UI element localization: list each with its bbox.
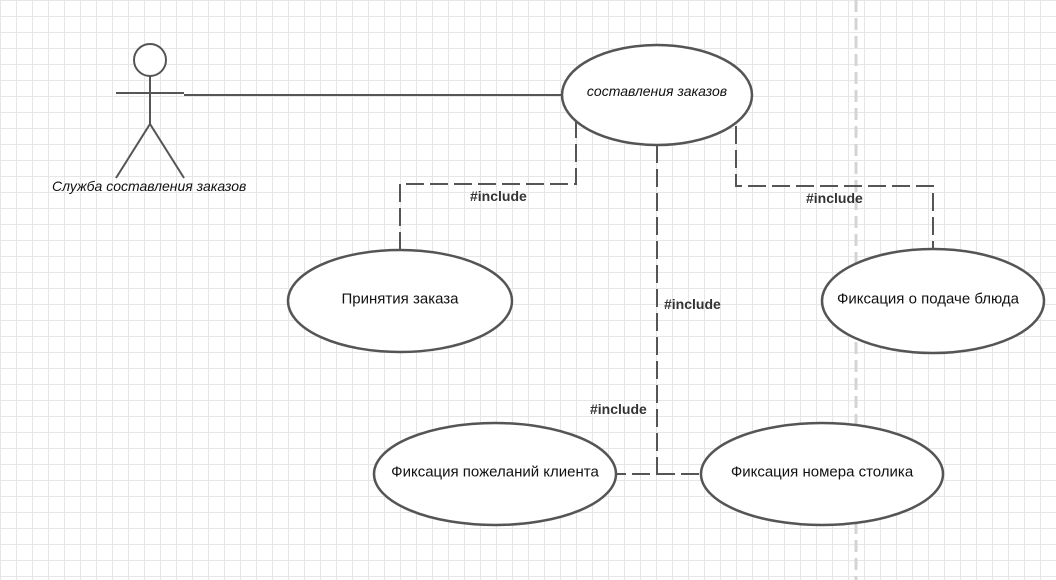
actor-right-leg — [149, 123, 185, 179]
use-case-table-number[interactable] — [699, 421, 945, 527]
actor-figure[interactable] — [115, 43, 185, 179]
use-case-table-number-label: Фиксация номера столика — [730, 463, 914, 481]
use-case-order-acceptance-label: Принятия заказа — [341, 290, 459, 308]
include-label-4: #include — [590, 401, 647, 417]
use-case-dish-serving[interactable] — [820, 247, 1046, 355]
actor-head — [133, 43, 167, 77]
use-case-main-label: составления заказов — [586, 83, 728, 99]
actor-label: Служба составления заказов — [52, 178, 247, 194]
include-label-1: #include — [470, 188, 527, 204]
use-case-client-wishes-label: Фиксация пожеланий клиента — [391, 463, 599, 481]
use-case-client-wishes[interactable] — [372, 421, 618, 527]
use-case-main[interactable] — [560, 43, 754, 147]
include-connector-1 — [399, 120, 577, 250]
include-connector-2 — [735, 126, 934, 250]
include-label-3: #include — [664, 296, 721, 312]
use-case-order-acceptance[interactable] — [286, 248, 514, 354]
include-connector-3 — [616, 145, 658, 475]
include-label-2: #include — [806, 190, 863, 206]
actor-left-leg — [115, 123, 151, 179]
use-case-dish-serving-label: Фиксация о подаче блюда — [836, 290, 1020, 308]
